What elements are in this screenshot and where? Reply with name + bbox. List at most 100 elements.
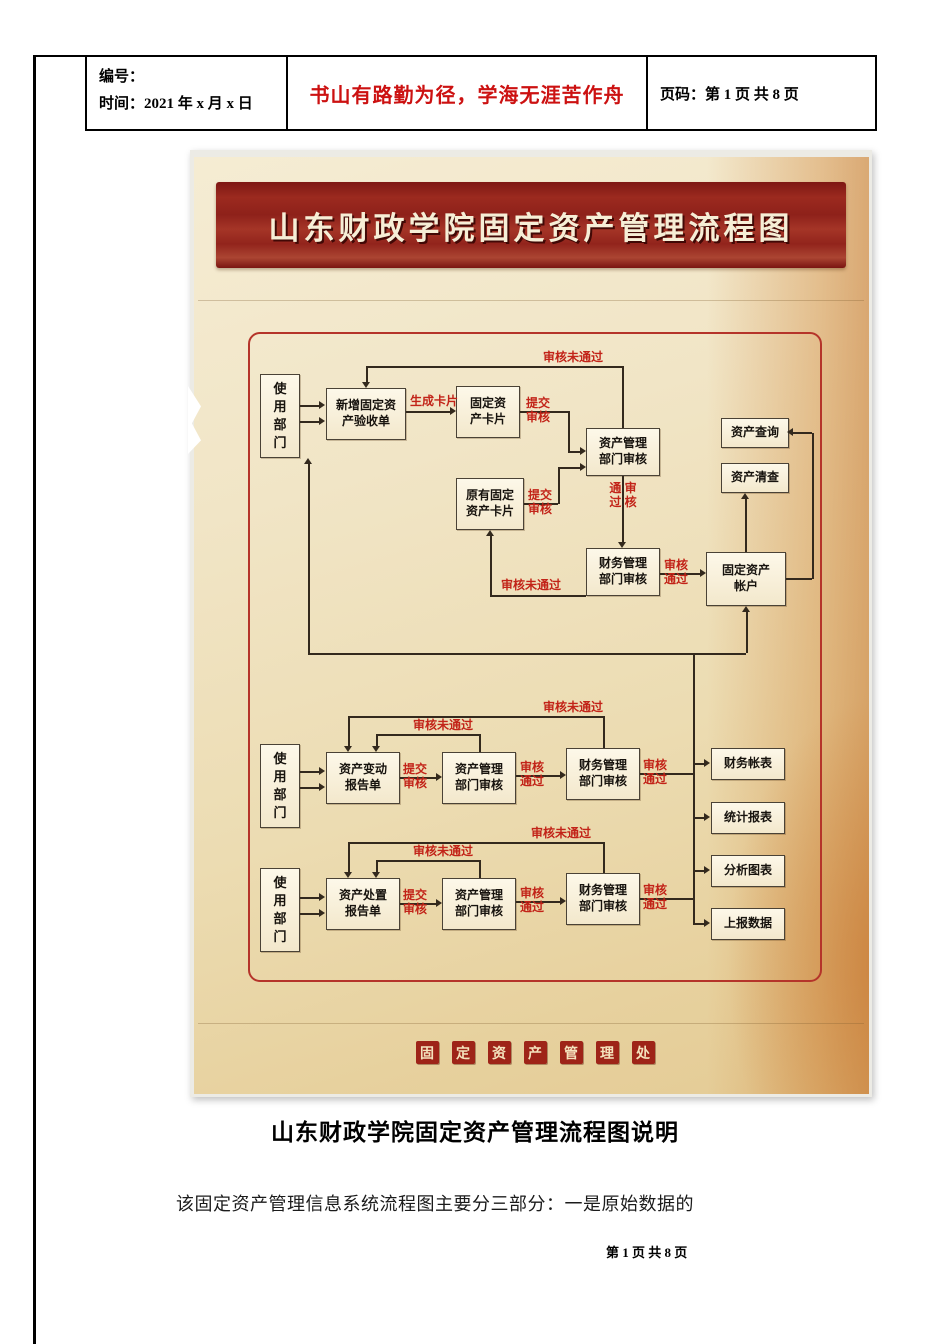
flow-arrowhead — [700, 569, 706, 577]
flow-connector-line — [400, 903, 436, 905]
node-finance-review-1: 财务管理 部门审核 — [586, 548, 660, 596]
flow-connector-line — [558, 467, 580, 469]
flow-arrowhead — [704, 866, 710, 874]
flow-connector-line — [300, 405, 319, 407]
page-info-text: 页码：第 1 页 共 8 页 — [660, 86, 799, 103]
crease-line — [198, 300, 864, 301]
flow-arrowhead — [618, 542, 626, 548]
flow-arrowhead — [450, 407, 456, 415]
flow-connector-line — [376, 734, 479, 736]
flow-connector-line — [348, 842, 350, 872]
label-review-fail-bottom-2: 审核未通过 — [530, 826, 591, 840]
label-review-pass-5: 审核 通过 — [642, 883, 667, 911]
flow-arrowhead — [436, 899, 442, 907]
flow-connector-line — [558, 467, 560, 504]
poster-title-banner: 山东财政学院固定资产管理流程图 — [216, 182, 846, 268]
node-fixed-asset-account: 固定资产 帐户 — [706, 552, 786, 606]
flow-arrowhead — [319, 909, 325, 917]
seal-char: 处 — [631, 1041, 655, 1064]
flow-connector-line — [479, 734, 481, 752]
seal-char: 理 — [595, 1041, 619, 1064]
flow-connector-line — [786, 578, 812, 580]
flow-connector-line — [622, 476, 624, 542]
label-review-pass-4: 审核 通过 — [519, 886, 544, 914]
flow-connector-line — [746, 612, 748, 653]
poster-title: 山东财政学院固定资产管理流程图 — [268, 210, 794, 246]
node-report-data: 上报数据 — [711, 908, 785, 940]
seal-char: 资 — [487, 1041, 511, 1064]
crease-line — [198, 1023, 864, 1024]
seal-char: 管 — [559, 1041, 583, 1064]
seal-char: 定 — [451, 1041, 475, 1064]
flow-arrowhead — [319, 401, 325, 409]
seal-office-name: 固 定 资 产 管 理 处 — [248, 1041, 822, 1064]
node-finance-review-2: 财务管理 部门审核 — [566, 748, 640, 800]
label-review-fail-mid-1: 审核未通过 — [412, 718, 473, 732]
flow-connector-line — [300, 913, 319, 915]
flow-arrowhead — [319, 767, 325, 775]
doc-time-label: 时间：2021 年 x 月 x 日 — [99, 96, 253, 112]
label-review-fail-finance-1: 审核未通过 — [500, 578, 561, 592]
flow-connector-line — [524, 503, 558, 505]
flow-connector-line — [693, 763, 705, 765]
header-cell-motto: 书山有路勤为径，学海无涯苦作舟 — [288, 57, 648, 129]
flow-connector-line — [516, 775, 562, 777]
node-usage-dept-3: 使 用 部 门 — [260, 868, 300, 952]
flow-arrowhead — [319, 893, 325, 901]
flow-connector-line — [693, 817, 705, 819]
label-review-pass-1: 审核 通过 — [663, 558, 688, 586]
flow-arrowhead — [580, 463, 586, 471]
node-analysis-charts: 分析图表 — [711, 855, 785, 887]
flow-connector-line — [693, 653, 695, 924]
page-border-left — [33, 55, 36, 1344]
node-asset-mgmt-review-3: 资产管理 部门审核 — [442, 878, 516, 930]
node-asset-card: 固定资 产卡片 — [456, 386, 520, 438]
flow-arrowhead — [704, 759, 710, 767]
flow-connector-line — [490, 595, 586, 597]
label-review-pass-2: 审核 通过 — [519, 760, 544, 788]
node-usage-dept-2: 使 用 部 门 — [260, 744, 300, 828]
flow-arrowhead — [344, 872, 352, 878]
flow-connector-line — [640, 773, 693, 775]
flow-connector-line — [812, 433, 814, 579]
flow-connector-line — [693, 870, 705, 872]
flow-connector-line — [568, 451, 580, 453]
document-paragraph: 该固定资产管理信息系统流程图主要分三部分：一是原始数据的 — [176, 1194, 694, 1214]
node-asset-query: 资产查询 — [721, 418, 789, 448]
flow-connector-line — [376, 860, 378, 872]
document-title: 山东财政学院固定资产管理流程图说明 — [271, 1119, 679, 1145]
label-review-pass-3: 审核 通过 — [642, 758, 667, 786]
flow-connector-line — [520, 411, 568, 413]
node-asset-mgmt-review-2: 资产管理 部门审核 — [442, 752, 516, 804]
flow-arrowhead — [344, 746, 352, 752]
label-review-fail-bottom-1: 审核未通过 — [412, 844, 473, 858]
flow-connector-line — [516, 901, 562, 903]
flow-arrowhead — [486, 530, 494, 536]
seal-char: 固 — [415, 1041, 439, 1064]
flow-arrowhead — [742, 606, 750, 612]
flow-arrowhead — [580, 447, 586, 455]
flow-connector-line — [479, 860, 481, 878]
flow-arrowhead — [704, 813, 710, 821]
flow-connector-line — [745, 499, 747, 552]
flow-connector-line — [603, 716, 605, 748]
label-submit-review-3: 提交 审核 — [402, 762, 427, 790]
flow-connector-line — [376, 734, 378, 746]
flow-connector-line — [793, 432, 812, 434]
label-review-fail-top: 审核未通过 — [542, 350, 603, 364]
doc-number-label: 编号： — [99, 69, 145, 85]
flow-arrowhead — [304, 458, 312, 464]
flow-arrowhead — [787, 428, 793, 436]
flow-arrowhead — [372, 872, 380, 878]
label-submit-review-4: 提交 审核 — [402, 888, 427, 916]
header-cell-meta: 编号： 时间：2021 年 x 月 x 日 — [87, 57, 288, 129]
flow-connector-line — [603, 842, 605, 873]
motto-text: 书山有路勤为径，学海无涯苦作舟 — [309, 84, 625, 107]
flow-connector-line — [622, 366, 624, 428]
flow-arrowhead — [560, 771, 566, 779]
flow-connector-line — [300, 787, 319, 789]
flow-connector-line — [490, 536, 492, 595]
node-disposal-form: 资产处置 报告单 — [326, 878, 400, 930]
node-asset-check: 资产清查 — [721, 463, 789, 493]
